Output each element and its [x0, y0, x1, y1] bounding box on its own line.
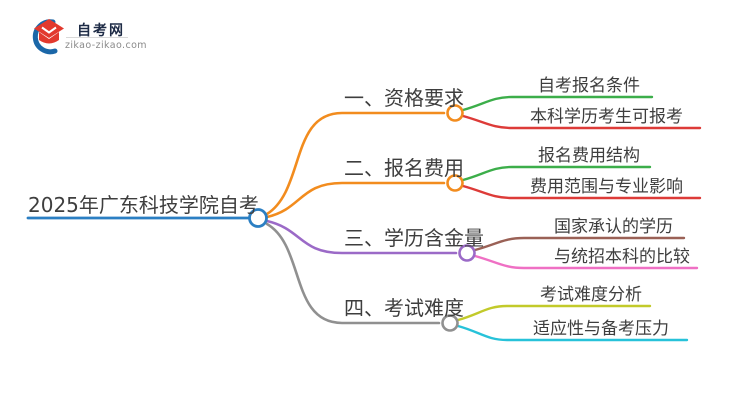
- branch-3-child-2-label: 与统招本科的比较: [554, 247, 690, 267]
- branch-1-child-1-line: [461, 95, 654, 112]
- branch-3-node: [458, 244, 476, 262]
- branch-3-child-1-label: 国家承认的学历: [554, 217, 673, 237]
- branch-1-node: [446, 104, 464, 122]
- logo-domain: zikao-zikao.com: [65, 40, 147, 51]
- logo-cap-chevron: [41, 26, 57, 34]
- branch-3-child-1-line: [473, 236, 686, 252]
- root-node: [248, 208, 268, 228]
- branch-3-child-2-line: [473, 254, 699, 270]
- logo-cap-body: [39, 32, 59, 44]
- branch-1-child-2-line: [461, 114, 702, 130]
- branch-2-child-1-label: 报名费用结构: [538, 146, 640, 166]
- branch-2-label: 二、报名费用: [344, 156, 464, 180]
- branch-1-label: 一、资格要求: [344, 86, 464, 110]
- branch-2-child-2-label: 费用范围与专业影响: [530, 177, 683, 197]
- branch-4-line: [265, 222, 441, 325]
- branch-2-line: [265, 181, 446, 219]
- branch-4-child-2-label: 适应性与备考压力: [533, 319, 669, 339]
- branch-2-node: [446, 174, 464, 192]
- branch-1-child-1-label: 自考报名条件: [538, 76, 640, 96]
- branch-1-child-2-label: 本科学历考生可报考: [530, 107, 683, 127]
- branch-3-label: 三、学历含金量: [344, 226, 484, 250]
- graduation-cap-icon: [32, 19, 64, 55]
- branch-3-line: [265, 219, 458, 255]
- branch-4-child-1-line: [456, 304, 652, 322]
- logo-title: 自考网: [77, 23, 125, 39]
- branch-2-child-1-line: [461, 165, 652, 182]
- branch-4-child-1-label: 考试难度分析: [540, 285, 642, 305]
- branch-4-node: [441, 314, 459, 332]
- branch-2-child-2-line: [461, 184, 702, 200]
- branch-1-line: [265, 111, 446, 216]
- logo-divider: [66, 37, 128, 38]
- root-topic-label: 2025年广东科技学院自考: [28, 193, 259, 217]
- logo-cap-board: [34, 19, 64, 38]
- branch-4-label: 四、考试难度: [344, 296, 464, 320]
- branch-4-child-2-line: [456, 324, 689, 342]
